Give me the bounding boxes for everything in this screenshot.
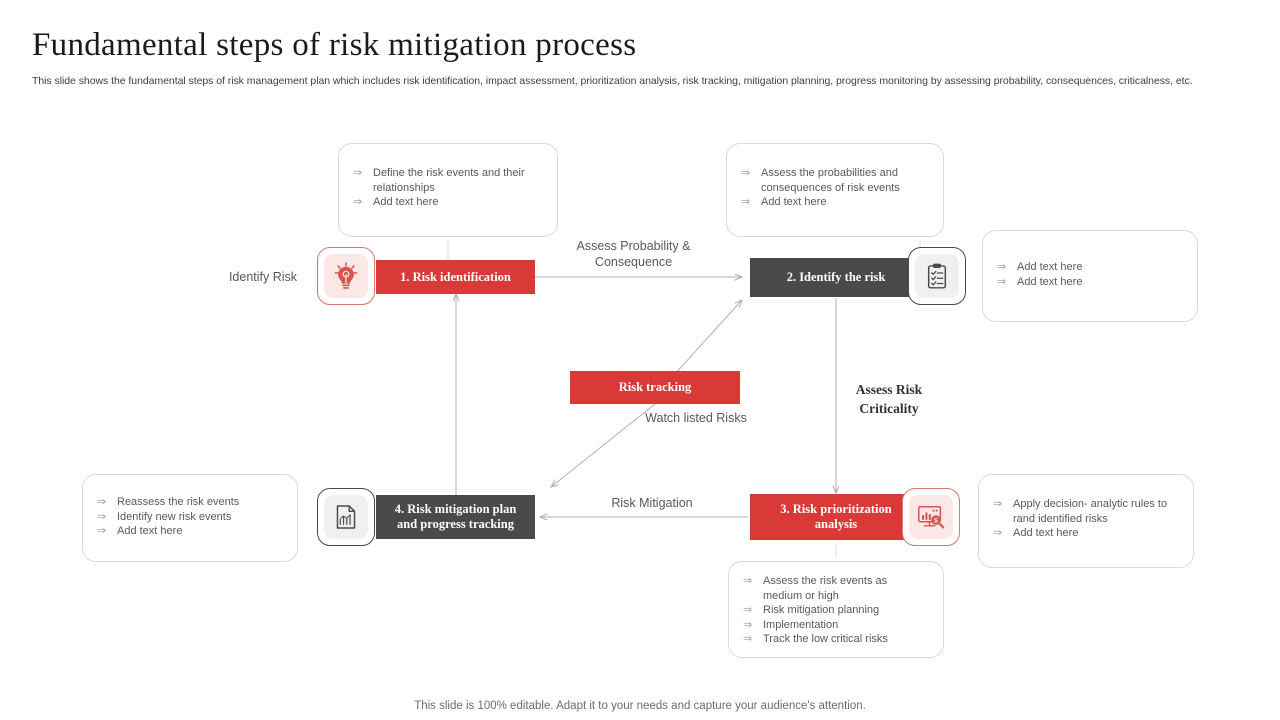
list-item-text: Add text here (1017, 261, 1083, 273)
note-list: ⇒ Apply decision- analytic rules to rand … (993, 497, 1177, 541)
step-3-bar[interactable]: 3. Risk prioritization analysis (750, 494, 922, 540)
bullet-arrow-icon: ⇒ (993, 527, 1003, 540)
label-risk-mitigation: Risk Mitigation (611, 496, 693, 510)
list-item: ⇒ Track the low critical risks (743, 632, 927, 647)
label-identify-risk: Identify Risk (228, 270, 298, 284)
list-item: ⇒ Add text here (997, 260, 1181, 275)
step-4-label: 4. Risk mitigation plan and progress tra… (394, 502, 517, 531)
step-1-bar[interactable]: 1. Risk identification (376, 260, 535, 294)
list-item-text: Add text here (373, 196, 439, 209)
bullet-arrow-icon: ⇒ (741, 167, 751, 179)
label-watch-listed-risks: Watch listed Risks (645, 411, 747, 425)
list-item: ⇒ Add text here (353, 195, 541, 210)
step-1-icon-tile[interactable] (317, 247, 375, 305)
label-assess-probability: Assess Probability & Consequence (576, 239, 691, 269)
footer-note: This slide is 100% editable. Adapt it to… (414, 700, 866, 712)
bullet-arrow-icon: ⇒ (353, 196, 363, 209)
list-item-text: Add text here (761, 196, 827, 209)
list-item: ⇒ Implementation (743, 618, 927, 633)
list-item-text: Add text here (117, 525, 183, 538)
list-item: ⇒ Define the risk events and their relati… (353, 166, 541, 195)
bullet-arrow-icon: ⇒ (743, 618, 753, 631)
list-item-text: Implementation (763, 618, 839, 631)
note-bottom-left: ⇒ Reassess the risk events ⇒ Identify new … (82, 474, 298, 562)
lightbulb-icon (324, 254, 368, 298)
note-list: ⇒ Assess the probabilities and consequenc… (741, 166, 927, 210)
step-3-icon-tile[interactable]: $ (902, 488, 960, 546)
note-list: ⇒ Add text here ⇒ Add text here (997, 260, 1181, 289)
step-4-icon-tile[interactable] (317, 488, 375, 546)
svg-text:$: $ (934, 518, 938, 525)
list-item: ⇒ Assess the probabilities and consequenc… (741, 166, 927, 195)
step-2-bar[interactable]: 2. Identify the risk (750, 258, 922, 297)
bullet-arrow-icon: ⇒ (97, 525, 107, 538)
list-item: ⇒ Identify new risk events (97, 510, 281, 525)
bullet-arrow-icon: ⇒ (997, 275, 1007, 288)
step-2-label: 2. Identify the risk (786, 270, 886, 284)
list-item: ⇒ Add text here (997, 275, 1181, 290)
bullet-arrow-icon: ⇒ (743, 575, 753, 587)
risk-tracking-label: Risk tracking (618, 380, 692, 394)
list-item: ⇒ Apply decision- analytic rules to rand … (993, 497, 1177, 526)
list-item: ⇒ Reassess the risk events (97, 495, 281, 510)
page-title: Fundamental steps of risk mitigation pro… (32, 27, 637, 63)
list-item-text: Apply decision- analytic rules to rand i… (1013, 498, 1168, 525)
list-item-text: Define the risk events and their relatio… (373, 167, 525, 194)
bullet-arrow-icon: ⇒ (993, 498, 1003, 510)
step-4-bar[interactable]: 4. Risk mitigation plan and progress tra… (376, 495, 535, 539)
list-item-text: Identify new risk events (117, 510, 232, 523)
risk-tracking-bar[interactable]: Risk tracking (570, 371, 740, 404)
step-2-icon-tile[interactable] (908, 247, 966, 305)
step-3-label: 3. Risk prioritization analysis (780, 502, 892, 531)
list-item-text: Risk mitigation planning (763, 604, 880, 617)
note-top-right: ⇒ Assess the probabilities and consequenc… (726, 143, 944, 237)
bullet-arrow-icon: ⇒ (743, 633, 753, 646)
note-right: ⇒ Add text here ⇒ Add text here (982, 230, 1198, 322)
list-item: ⇒ Assess the risk events as medium or hig… (743, 574, 927, 603)
page-subtitle: This slide shows the fundamental steps o… (32, 75, 1193, 87)
bullet-arrow-icon: ⇒ (353, 167, 363, 179)
list-item-text: Add text here (1013, 527, 1079, 540)
list-item: ⇒ Add text here (993, 526, 1177, 541)
list-item-text: Assess the risk events as medium or high (763, 575, 888, 602)
label-assess-criticality: Assess Risk Criticality (855, 382, 923, 416)
note-list: ⇒ Define the risk events and their relati… (353, 166, 541, 210)
list-item: ⇒ Add text here (97, 524, 281, 539)
step-1-label: 1. Risk identification (400, 269, 511, 284)
chart-magnifier-icon: $ (909, 495, 953, 539)
note-bottom-right: ⇒ Apply decision- analytic rules to rand … (978, 474, 1194, 568)
bullet-arrow-icon: ⇒ (741, 196, 751, 209)
list-item-text: Assess the probabilities and consequence… (761, 167, 900, 194)
bullet-arrow-icon: ⇒ (743, 604, 753, 617)
note-list: ⇒ Reassess the risk events ⇒ Identify new … (97, 495, 281, 539)
bullet-arrow-icon: ⇒ (97, 496, 107, 508)
document-analysis-icon (324, 495, 368, 539)
list-item-text: Add text here (1017, 275, 1083, 288)
note-bottom-center: ⇒ Assess the risk events as medium or hig… (728, 561, 944, 658)
list-item: ⇒ Risk mitigation planning (743, 603, 927, 618)
list-item-text: Reassess the risk events (117, 496, 240, 508)
bullet-arrow-icon: ⇒ (997, 261, 1007, 273)
note-top-left: ⇒ Define the risk events and their relati… (338, 143, 558, 237)
note-list: ⇒ Assess the risk events as medium or hig… (743, 574, 927, 647)
list-item-text: Track the low critical risks (763, 633, 888, 646)
bullet-arrow-icon: ⇒ (97, 510, 107, 523)
list-item: ⇒ Add text here (741, 195, 927, 210)
clipboard-checklist-icon (915, 254, 959, 298)
